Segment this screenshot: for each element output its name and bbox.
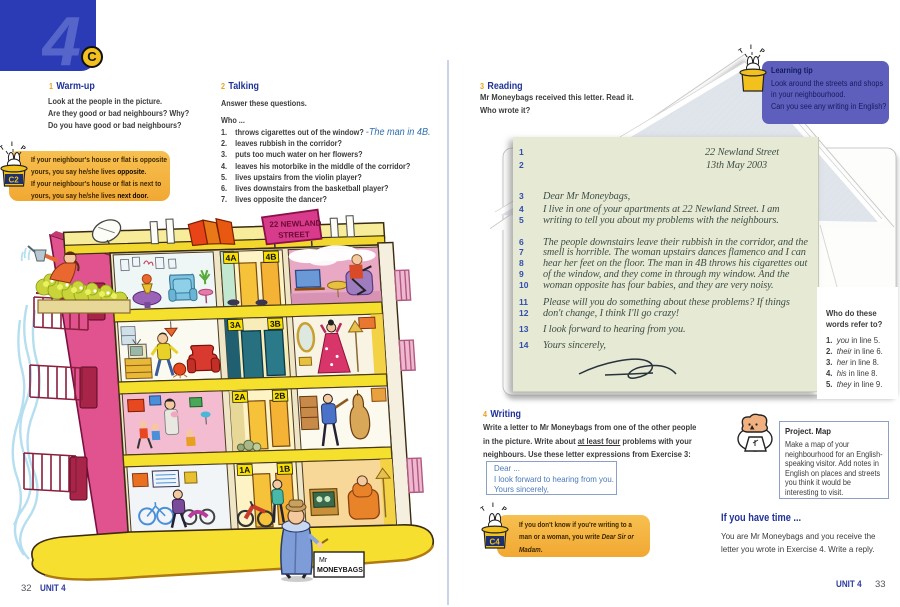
svg-text:4B: 4B [265,252,277,262]
svg-text:STREET: STREET [278,230,310,240]
svg-text:3B: 3B [270,319,282,329]
svg-text:C4: C4 [490,538,501,547]
svg-text:P: P [500,505,508,514]
svg-text:I: I [492,502,494,509]
svg-text:T: T [480,505,487,513]
svg-text:4A: 4A [225,253,237,263]
svg-text:I: I [750,44,752,51]
svg-text:Mr: Mr [319,557,328,564]
svg-text:1A: 1A [239,465,251,475]
svg-text:2A: 2A [234,392,246,402]
svg-text:22 NEWLAND: 22 NEWLAND [269,219,322,230]
svg-text:C2: C2 [9,176,20,185]
svg-text:P: P [758,47,766,56]
svg-text:I: I [11,141,13,148]
svg-text:1B: 1B [279,464,291,474]
svg-text:T: T [738,47,745,55]
svg-text:MONEYBAGS: MONEYBAGS [317,567,363,574]
svg-text:P: P [19,144,27,153]
svg-text:3A: 3A [230,320,242,330]
svg-text:T: T [0,144,6,152]
svg-text:2B: 2B [274,391,286,401]
